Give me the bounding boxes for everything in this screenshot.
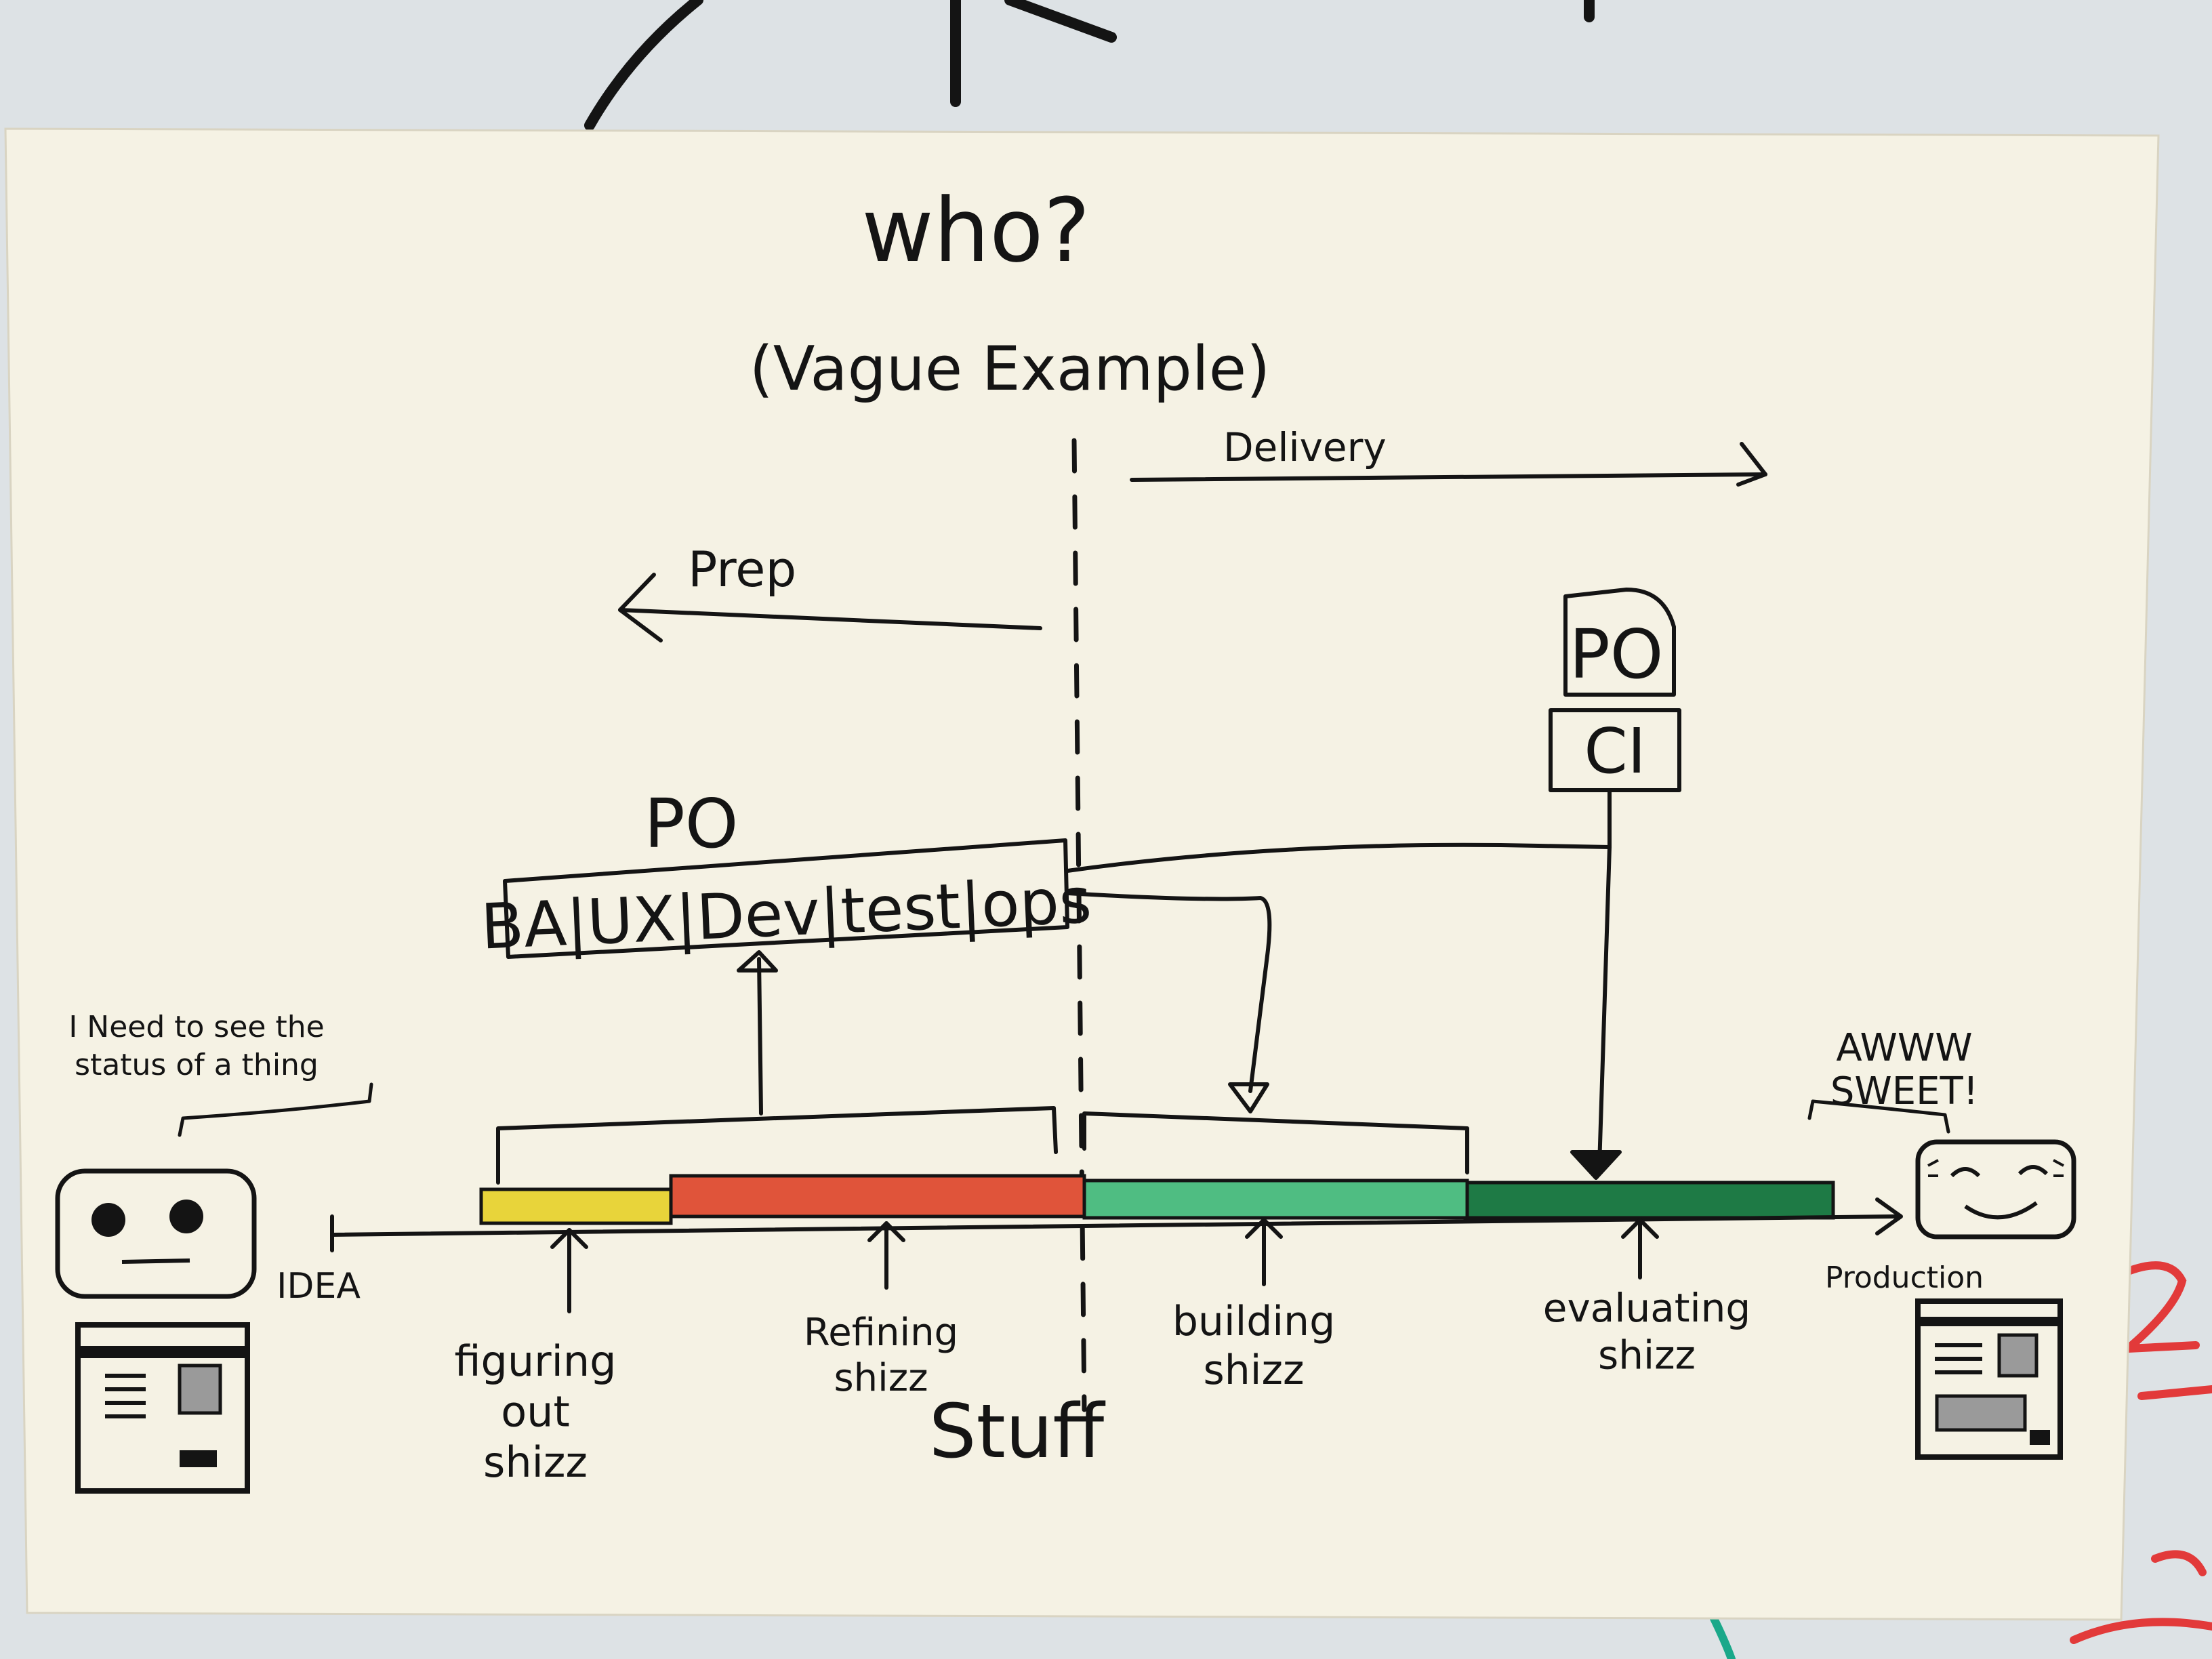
prep-to-team-connector (737, 950, 778, 1115)
po-top-label: PO (1569, 615, 1663, 694)
ci-label: CI (1584, 715, 1645, 787)
paper-sheet (4, 127, 2160, 1621)
team-to-building-connector (1065, 891, 1272, 1113)
delivery-bracket (1082, 1111, 1469, 1174)
whiteboard-marker-strokes-right (2070, 1261, 2212, 1644)
delivery-arrow (1130, 442, 1767, 487)
right-document-icon (1915, 1298, 2063, 1460)
prep-arrow (618, 573, 1042, 642)
diagram-title: who? (861, 179, 1090, 282)
ci-box (1549, 708, 1681, 792)
delivery-label: Delivery (1223, 424, 1387, 470)
production-label: Production (1825, 1261, 1984, 1295)
phase-divider (1071, 438, 1087, 1412)
po-top-box (1563, 588, 1676, 697)
left-document-icon (75, 1322, 250, 1494)
left-actor-face-icon (55, 1168, 257, 1299)
timeline-axis (330, 1197, 1903, 1252)
idea-label: IDEA (276, 1266, 361, 1307)
right-actor-speech-line (1807, 1099, 1950, 1134)
segment-refining (669, 1174, 1086, 1218)
segment-figuring-out (479, 1187, 673, 1225)
timeline-bar (479, 1174, 1835, 1225)
stuff-label: Stuff (929, 1388, 1106, 1475)
prep-label: Prep (688, 541, 796, 598)
segment-evaluating (1465, 1181, 1835, 1220)
segment-building (1082, 1179, 1469, 1220)
right-actor-face-icon (1915, 1139, 2076, 1240)
po-left-label: PO (644, 784, 738, 863)
diagram-subtitle: (Vague Example) (750, 333, 1271, 405)
team-box (503, 838, 1069, 959)
prep-bracket (496, 1106, 1058, 1185)
team-to-ci-connector (1065, 788, 1622, 1180)
segment-pointers (550, 1218, 1659, 1313)
left-actor-speech-line (178, 1082, 373, 1137)
whiteboard-marker-strokes-top (584, 0, 1595, 131)
